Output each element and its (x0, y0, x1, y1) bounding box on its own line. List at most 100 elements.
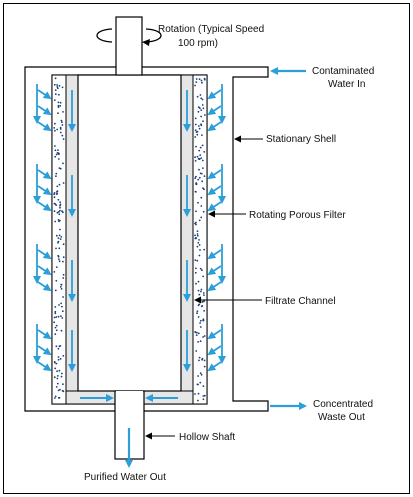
filter-pore-dot (195, 145, 197, 148)
flow-arrow-inward-right (207, 329, 222, 340)
filter-pore-dot (60, 236, 63, 238)
filter-pore-dot (195, 210, 197, 213)
filter-pore-dot (53, 321, 55, 324)
filter-pore-dot (55, 386, 58, 388)
filter-pore-dot (54, 306, 57, 308)
flow-arrow-inward-left (37, 361, 52, 372)
filter-pore-dot (199, 340, 202, 343)
filter-pore-dot (54, 122, 56, 125)
filter-pore-dot (194, 393, 196, 395)
filter-pore-dot (57, 389, 60, 392)
stationary-shell (24, 66, 269, 412)
filter-pore-dot (55, 316, 58, 318)
porous-filter-left (51, 74, 67, 405)
filter-pore-dot (56, 86, 59, 88)
filter-pore-dot (194, 160, 197, 162)
filter-pore-dot (203, 310, 206, 312)
filter-pore-dot (56, 128, 59, 131)
filter-pore-dot (197, 392, 200, 395)
filter-pore-dot (62, 277, 65, 279)
filter-pore-dot (200, 97, 203, 100)
filter-pore-dot (62, 383, 64, 386)
filter-pore-dot (201, 305, 204, 307)
flow-arrow-inward-right (207, 121, 222, 132)
filter-pore-dot (199, 381, 202, 384)
filter-pore-dot (53, 192, 56, 194)
filter-pore-dot (201, 104, 204, 106)
filter-pore-dot (56, 382, 59, 385)
filter-pore-dot (200, 109, 203, 111)
filter-pore-dot (55, 175, 57, 178)
filter-pore-dot (195, 81, 198, 83)
filter-pore-dot (196, 312, 198, 315)
filter-pore-dot (59, 126, 62, 129)
filter-pore-dot (53, 316, 56, 319)
filter-pore-dot (59, 131, 62, 134)
flow-arrow-inward-right (207, 185, 222, 196)
filter-pore-dot (197, 332, 200, 335)
label-rotation-2: 100 rpm) (178, 38, 218, 49)
flow-arrow-inward-right (207, 169, 222, 180)
filter-pore-dot (62, 296, 64, 298)
filter-pore-dot (57, 397, 60, 399)
filter-pore-dot (199, 267, 202, 270)
filter-pore-dot (195, 236, 197, 239)
filter-pore-dot (59, 209, 61, 212)
filter-pore-dot (58, 247, 61, 250)
filter-pore-dot (54, 145, 56, 147)
filter-pore-dot (203, 294, 205, 296)
filter-pore-dot (198, 176, 201, 179)
filter-pore-dot (55, 279, 58, 282)
filter-pore-dot (54, 149, 57, 152)
filter-pore-dot (199, 326, 202, 328)
filter-pore-dot (195, 191, 197, 193)
filter-pore-dot (62, 111, 64, 113)
filter-pore-dot (59, 204, 61, 207)
filter-pore-dot (57, 104, 60, 107)
filter-pore-dot (57, 237, 60, 240)
filter-pore-dot (197, 375, 200, 377)
filter-pore-dot (198, 219, 201, 222)
filter-pore-dot (197, 399, 199, 402)
filter-pore-dot (55, 266, 58, 268)
filter-pore-dot (203, 78, 206, 81)
filter-pore-dot (202, 385, 205, 387)
filter-pore-dot (57, 241, 59, 244)
filter-pore-dot (196, 133, 199, 136)
filter-pore-dot (62, 243, 65, 246)
filter-pore-dot (61, 86, 64, 89)
filter-pore-dot (197, 178, 200, 181)
filter-pore-dot (59, 201, 61, 204)
filter-pore-dot (195, 221, 197, 224)
filter-pore-dot (55, 234, 58, 237)
filter-pore-dot (55, 247, 57, 250)
filter-pore-dot (197, 158, 200, 160)
filter-pore-dot (57, 255, 60, 258)
filter-pore-dot (55, 324, 58, 327)
filter-pore-dot (58, 213, 61, 216)
filter-pore-dot (61, 124, 64, 126)
filter-pore-dot (57, 315, 60, 318)
filter-pore-dot (203, 359, 206, 362)
filter-pore-dot (59, 345, 62, 347)
filter-pore-dot (55, 193, 58, 196)
filter-pore-dot (196, 230, 199, 233)
filter-pore-dot (53, 376, 56, 379)
label-concentrated-1: Concentrated (313, 399, 373, 410)
filter-pore-dot (200, 288, 203, 291)
filter-pore-dot (57, 211, 60, 213)
filter-pore-dot (199, 249, 201, 251)
filter-pore-dot (194, 331, 197, 334)
filter-pore-dot (55, 362, 58, 365)
label-concentrated-2: Waste Out (318, 412, 365, 423)
filter-pore-dot (196, 331, 198, 334)
filter-pore-dot (57, 219, 60, 221)
filter-pore-dot (60, 119, 63, 122)
filter-pore-dot (197, 106, 200, 109)
filter-pore-dot (57, 101, 60, 104)
filter-pore-dot (53, 83, 56, 86)
flow-arrow-inward-right (207, 105, 222, 116)
filter-pore-dot (54, 326, 57, 329)
filter-pore-dot (56, 185, 59, 188)
filter-pore-dot (54, 395, 57, 398)
